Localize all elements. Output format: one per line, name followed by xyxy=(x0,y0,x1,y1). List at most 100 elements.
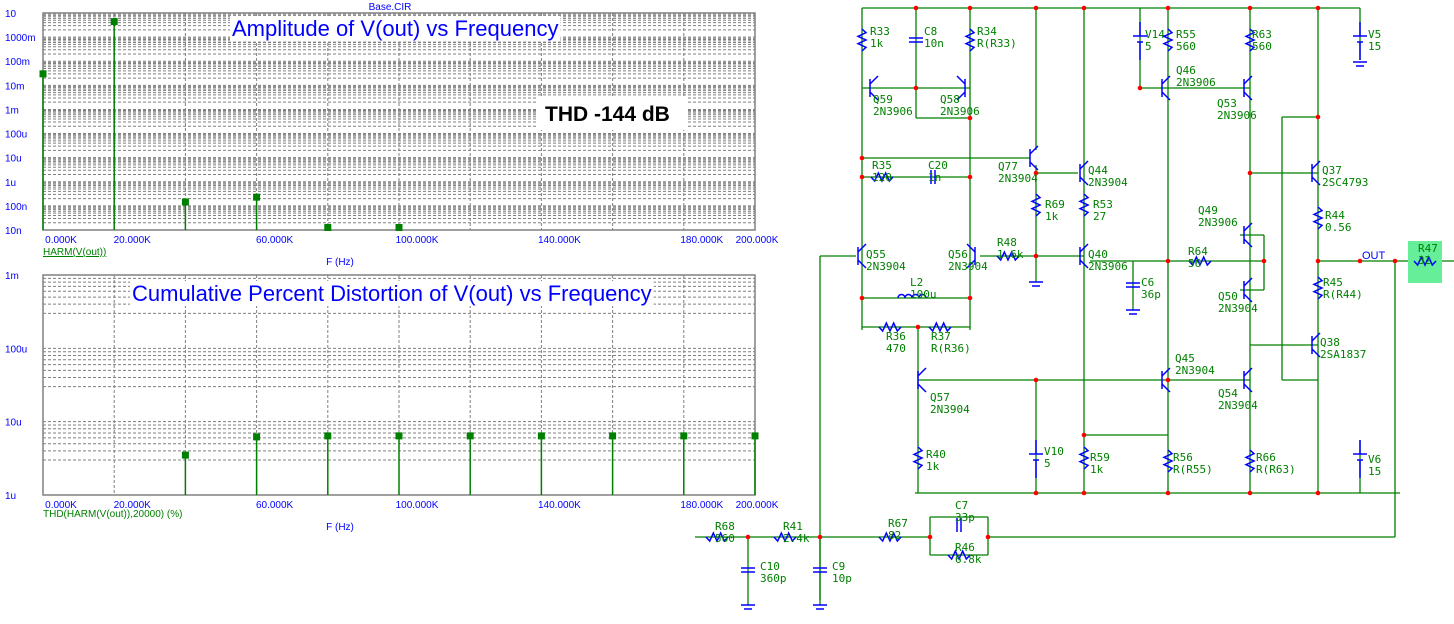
component-ref: Q38 xyxy=(1320,336,1340,349)
resistor-icon xyxy=(878,531,902,543)
resistor-icon xyxy=(964,28,976,52)
thd-annotation[interactable]: THD -144 dB xyxy=(545,103,670,126)
component-value: 560 xyxy=(715,532,735,545)
node-dot xyxy=(967,5,973,11)
node-dot xyxy=(1165,377,1171,383)
data-point[interactable] xyxy=(253,193,261,201)
component-ref: R44 xyxy=(1325,209,1345,222)
data-point[interactable] xyxy=(680,432,688,440)
resistor-icon xyxy=(1244,449,1256,473)
data-point[interactable] xyxy=(181,198,189,206)
component-value: 2N3904 xyxy=(1088,176,1128,189)
y-tick-label: 10u xyxy=(5,154,22,165)
resistor-icon xyxy=(1312,276,1324,300)
component-value: 100u xyxy=(910,288,937,301)
data-point[interactable] xyxy=(39,70,47,78)
chart-1: Cumulative Percent Distortion of V(out) … xyxy=(5,271,779,533)
component-value: 560 xyxy=(1176,40,1196,53)
y-tick-label: 10m xyxy=(5,81,24,92)
y-tick-label: 100u xyxy=(5,344,27,355)
node-dot xyxy=(745,534,751,540)
data-point[interactable] xyxy=(751,432,759,440)
data-point[interactable] xyxy=(324,224,332,231)
x-tick-label: 20.000K xyxy=(114,500,152,511)
data-point[interactable] xyxy=(181,451,189,459)
data-point[interactable] xyxy=(324,432,332,440)
series-label[interactable]: HARM(V(out)) xyxy=(43,247,106,258)
data-point[interactable] xyxy=(466,432,474,440)
component-ref: C10 xyxy=(760,560,780,573)
data-point[interactable] xyxy=(395,432,403,440)
data-point[interactable] xyxy=(609,432,617,440)
data-point[interactable] xyxy=(537,432,545,440)
data-point[interactable] xyxy=(395,224,403,231)
x-tick-label: 180.000K xyxy=(680,235,723,246)
component-ref: Q46 xyxy=(1176,64,1196,77)
data-point[interactable] xyxy=(253,433,261,441)
thd-annotation-bg xyxy=(538,96,688,130)
component-value: 2N3906 xyxy=(1198,216,1238,229)
x-tick-label: 0.000K xyxy=(45,500,77,511)
component-value: 10n xyxy=(924,37,944,50)
component-value: 2N3904 xyxy=(998,172,1038,185)
series-label[interactable]: THD(HARM(V(out)),20000) (%) xyxy=(43,509,182,520)
ground-icon xyxy=(813,604,827,610)
resistor-icon xyxy=(1188,255,1212,267)
schematic[interactable]: OUT R331kC810nR34R(R33)Q592N3906Q582N390… xyxy=(695,5,1454,610)
data-point[interactable] xyxy=(110,18,118,26)
y-tick-label: 1u xyxy=(5,178,16,189)
component-ref: R67 xyxy=(888,517,908,530)
component-ref: C20 xyxy=(928,159,948,172)
